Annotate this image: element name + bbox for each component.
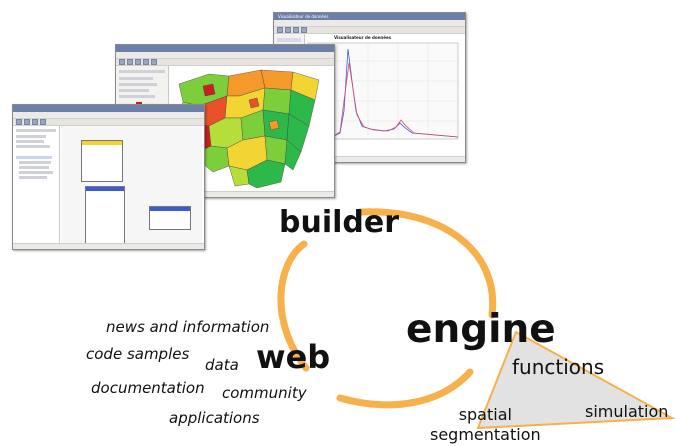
web-item-documentation: documentation	[91, 379, 205, 397]
builder-tool-icon[interactable]	[24, 119, 30, 125]
map-tool-icon[interactable]	[143, 59, 149, 65]
web-item-data: data	[205, 356, 239, 374]
builder-window-statusbar	[13, 243, 204, 249]
builder-node[interactable]	[85, 186, 125, 248]
chart-window-heading: Visualisateur de données	[334, 35, 392, 40]
engine-label: engine	[406, 307, 556, 352]
builder-node[interactable]	[81, 140, 123, 182]
map-tool-icon[interactable]	[151, 59, 157, 65]
builder-tool-icon[interactable]	[16, 119, 22, 125]
chart-tool-icon[interactable]	[301, 27, 307, 33]
map-tool-icon[interactable]	[135, 59, 141, 65]
map-window-statusbar	[116, 191, 334, 197]
chart-window-title: Visualisateur de données	[278, 14, 329, 19]
builder-label: builder	[279, 205, 400, 240]
web-label: web	[256, 338, 331, 376]
chart-tool-icon[interactable]	[285, 27, 291, 33]
builder-tree-panel	[13, 126, 60, 243]
chart-tool-icon[interactable]	[293, 27, 299, 33]
chart-window-toolbar	[274, 27, 465, 34]
map-window-titlebar	[116, 45, 334, 52]
builder-node[interactable]	[149, 206, 191, 230]
map-tool-icon[interactable]	[119, 59, 125, 65]
model-builder-window: ​	[12, 104, 205, 250]
chart-series-red	[307, 62, 459, 138]
chart-window-menubar[interactable]: ​	[274, 20, 465, 27]
web-item-community: community	[222, 384, 307, 402]
chart-window-statusbar	[274, 156, 465, 162]
engine-item-functions: functions	[512, 355, 605, 379]
builder-window-titlebar	[13, 105, 204, 112]
builder-window-menubar[interactable]: ​	[13, 112, 204, 119]
cycle-arc-engine-to-web	[336, 368, 474, 409]
map-window-menubar[interactable]: ​	[116, 52, 334, 59]
chart-window-titlebar: Visualisateur de données	[274, 13, 465, 20]
engine-triangle	[476, 330, 676, 430]
web-item-news: news and information	[106, 318, 270, 336]
cycle-arc-builder-to-engine	[356, 208, 497, 319]
builder-diagram-canvas[interactable]	[61, 126, 202, 248]
builder-tool-icon[interactable]	[40, 119, 46, 125]
builder-tool-icon[interactable]	[32, 119, 38, 125]
engine-item-simulation: simulation	[585, 402, 669, 421]
engine-item-spatial-segmentation: spatial segmentation	[430, 405, 541, 444]
builder-window-toolbar	[13, 119, 204, 126]
map-window-toolbar	[116, 59, 334, 66]
chart-tool-icon[interactable]	[277, 27, 283, 33]
web-item-code-samples: code samples	[86, 345, 190, 363]
map-tool-icon[interactable]	[127, 59, 133, 65]
web-item-applications: applications	[169, 409, 260, 427]
cycle-arc-web-to-builder	[277, 240, 310, 372]
chart-series-blue	[307, 48, 459, 138]
